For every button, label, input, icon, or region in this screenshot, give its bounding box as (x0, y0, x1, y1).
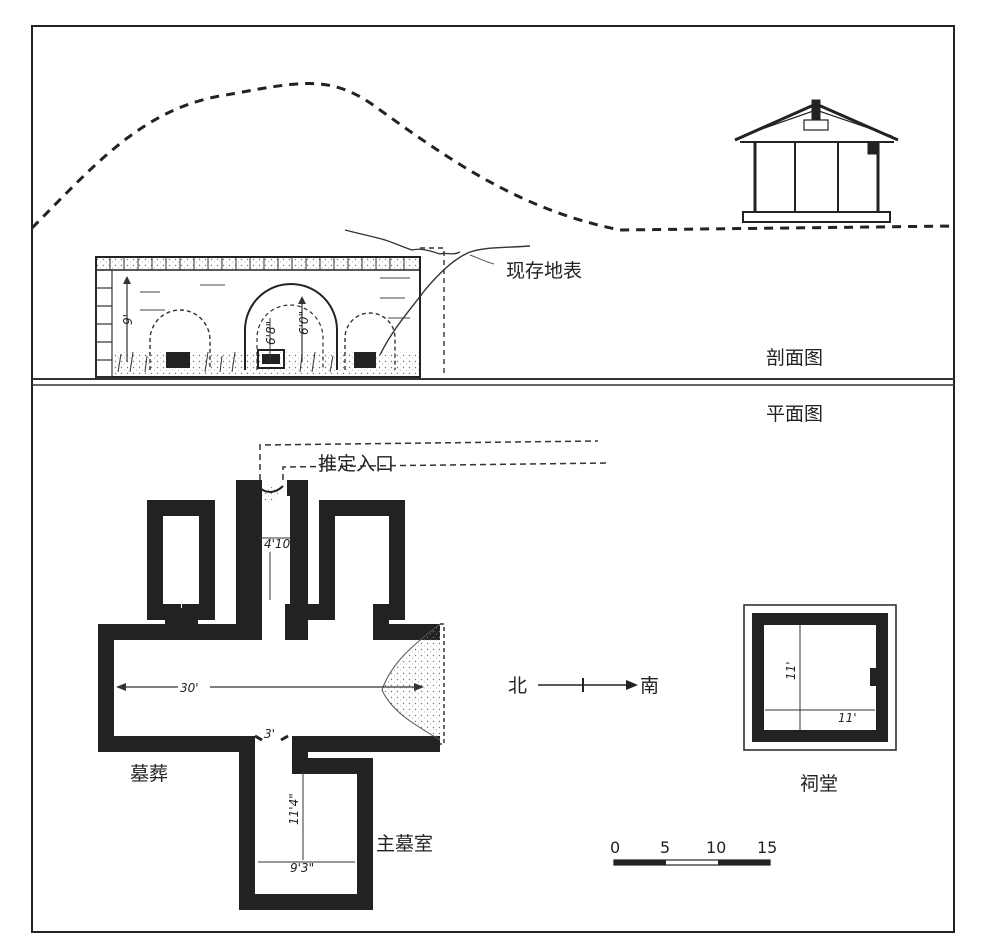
shrine-elevation (734, 99, 899, 223)
dim-chamber-width: 9'3" (290, 861, 314, 875)
section-arch-inner (256, 304, 324, 370)
section-coffin-center (257, 349, 285, 369)
section-arch-right (344, 312, 396, 370)
entrance-label: 推定入口 (318, 453, 394, 475)
scale-bar: 0 5 10 15 (610, 838, 777, 866)
section-label: 剖面图 (766, 347, 823, 369)
scale-tick-5: 5 (660, 838, 670, 857)
tomb-label: 墓葬 (130, 763, 168, 785)
outer-frame (31, 25, 955, 933)
compass-north-south: 北 南 (508, 675, 659, 697)
section-coffin-right (354, 352, 376, 368)
section-arch-left (149, 309, 211, 370)
collapsed-end (381, 623, 441, 741)
section-dashed-extension (420, 247, 445, 377)
surface-label: 现存地表 (506, 260, 582, 282)
dim-shrine-b: 11' (838, 711, 857, 725)
shrine-plan: 11' 11' (743, 604, 897, 751)
shrine-label: 祠堂 (800, 773, 838, 795)
section-dim-right: 6'8" (264, 321, 278, 345)
plan-label: 平面图 (766, 403, 823, 425)
scale-tick-15: 15 (757, 838, 777, 857)
section-arch-center (244, 283, 338, 370)
ground-crack (344, 229, 461, 255)
dim-shrine-a: 11' (784, 661, 798, 680)
section-dim-left: 9' (121, 314, 135, 325)
compass-north: 北 (508, 675, 527, 697)
main-chamber-label: 主墓室 (376, 833, 433, 855)
plan-view: 平面图 推定入口 4'10" 10'6 (98, 403, 897, 910)
mound-outline (30, 82, 956, 232)
entrance-debris (262, 487, 278, 503)
section-dim-mid: 6'0" (297, 311, 311, 335)
scale-tick-10: 10 (706, 838, 726, 857)
section-left-wall (95, 269, 113, 378)
tomb-plan-walls (98, 480, 262, 640)
compass-south: 南 (640, 675, 659, 697)
tomb-plan-outline (98, 480, 440, 910)
section-roof (95, 256, 421, 271)
compass-arrow (626, 680, 638, 690)
dim-door-width: 3' (264, 727, 275, 741)
entrance-dashed-lines (259, 440, 609, 480)
dim-corridor-width: 4'10" (264, 537, 296, 551)
dim-chamber-length: 11'4" (287, 793, 301, 825)
dim-hall-length: 30' (180, 681, 199, 695)
section-coffin-left (166, 352, 190, 368)
section-view: 9' 6'0" 6'8" 现存地表 剖面图 (30, 82, 956, 378)
scale-tick-0: 0 (610, 838, 620, 857)
dim-corridor-length: 10'6" (251, 558, 265, 590)
